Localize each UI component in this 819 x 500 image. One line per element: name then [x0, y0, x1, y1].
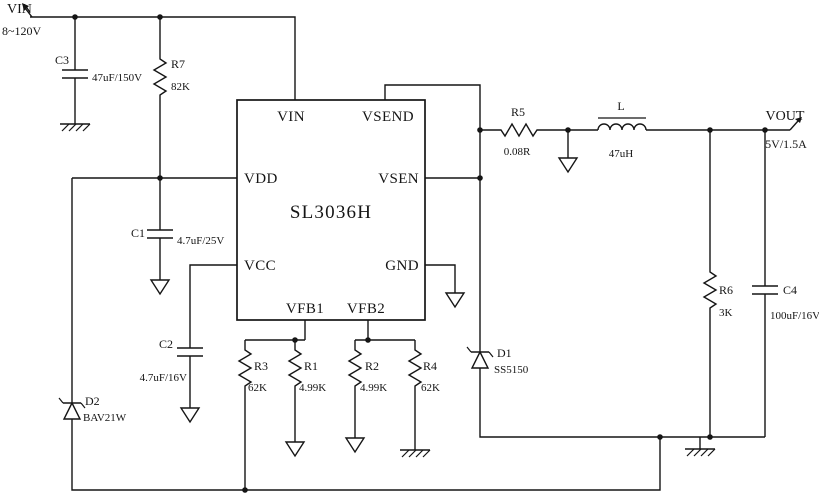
capacitor-symbol-c4	[751, 285, 779, 295]
c3-ref-label: C3	[55, 53, 69, 67]
component-symbols	[22, 3, 802, 458]
vout-rating-label: 5V/1.5A	[765, 137, 807, 151]
capacitor-symbol-c1	[146, 229, 174, 239]
wire-cap-grounds	[74, 78, 161, 272]
wire-resistor-bottoms	[244, 390, 416, 490]
l-ref-label: L	[617, 99, 624, 113]
r7-value-label: 82K	[171, 81, 190, 93]
earth-ground-icon-r4	[399, 437, 431, 458]
junction-dot	[72, 14, 78, 20]
ground-icon-lc-node	[558, 149, 578, 173]
junction-dot	[242, 487, 248, 493]
ground-icon-c2	[180, 399, 200, 423]
vout-terminal-arrow	[789, 117, 802, 131]
ic-part-number: SL3036H	[290, 202, 372, 223]
wire-vfb1-net	[244, 320, 306, 346]
r3-ref-label: R3	[254, 359, 268, 373]
wire-vdd-net	[71, 99, 237, 403]
vout-terminal-label: VOUT	[766, 109, 805, 124]
capacitor-symbol-c2	[176, 347, 204, 357]
ic-body	[236, 99, 426, 321]
ic-pin-gnd: GND	[385, 258, 419, 274]
junction-dot	[657, 434, 663, 440]
c4-value-label: 100uF/16V	[770, 310, 819, 322]
inductor-windings	[597, 123, 647, 131]
wire-vcc-net	[189, 264, 237, 400]
junction-dot	[157, 175, 163, 181]
ic-pin-vsend: VSEND	[362, 109, 414, 125]
wire-ic-gnd-pin	[425, 264, 456, 285]
junction-dot	[565, 127, 571, 133]
junction-dot	[707, 434, 713, 440]
c2-ref-label: C2	[159, 337, 173, 351]
junction-dot	[292, 337, 298, 343]
r6-value-label: 3K	[719, 307, 733, 319]
resistor-symbol-r4	[408, 345, 422, 391]
r6-ref-label: R6	[719, 283, 733, 297]
capacitor-symbol-c3	[61, 69, 89, 79]
earth-ground-icon-output	[684, 436, 716, 457]
resistor-symbol-r5	[496, 123, 542, 137]
ground-icon-r1	[285, 433, 305, 457]
c3-value-label: 47uF/150V	[92, 72, 142, 84]
junction-dot	[477, 175, 483, 181]
vin-rating-label: 8~120V	[2, 24, 41, 38]
wire-vfb2-net	[354, 320, 416, 346]
r2-ref-label: R2	[365, 359, 379, 373]
d1-ref-label: D1	[497, 346, 512, 360]
d1-value-label: SS5150	[494, 364, 529, 376]
earth-ground-icon-c3	[59, 111, 91, 132]
ic-pin-vdd: VDD	[244, 171, 278, 187]
r5-value-label: 0.08R	[504, 146, 531, 158]
junction-dots	[72, 14, 768, 493]
r7-ref-label: R7	[171, 57, 185, 71]
r1-value-label: 4.99K	[299, 382, 326, 394]
junction-dot	[762, 127, 768, 133]
c2-value-label: 4.7uF/16V	[140, 372, 187, 384]
d2-value-label: BAV21W	[83, 412, 127, 424]
labels: VIN 8~120V VOUT 5V/1.5A SL3036H VIN VSEN…	[2, 2, 819, 424]
ground-icon-ic-gnd	[445, 284, 465, 308]
c1-ref-label: C1	[131, 226, 145, 240]
junction-dot	[365, 337, 371, 343]
ground-icon-r2	[345, 429, 365, 453]
vin-terminal-arrow	[22, 3, 33, 18]
junction-dot	[707, 127, 713, 133]
resistor-symbol-r6	[703, 267, 717, 313]
wire-switch-node	[425, 130, 481, 352]
r4-value-label: 62K	[421, 382, 440, 394]
wire-input-rail	[30, 16, 296, 100]
wire-ground-rails	[71, 294, 766, 491]
d2-ref-label: D2	[85, 394, 100, 408]
r1-ref-label: R1	[304, 359, 318, 373]
wire-vsend	[384, 84, 481, 130]
ic-pin-vin: VIN	[277, 109, 305, 125]
resistor-symbol-r7	[153, 54, 167, 100]
junction-dot	[157, 14, 163, 20]
ic-pin-vfb2: VFB2	[347, 301, 385, 317]
ground-icon-c1	[150, 271, 170, 295]
ic-pin-vsen: VSEN	[378, 171, 419, 187]
r2-value-label: 4.99K	[360, 382, 387, 394]
wire-group	[30, 16, 790, 491]
r5-ref-label: R5	[511, 105, 525, 119]
junction-dot	[477, 127, 483, 133]
l-value-label: 47uH	[609, 148, 634, 160]
c1-value-label: 4.7uF/25V	[177, 235, 224, 247]
r3-value-label: 62K	[248, 382, 267, 394]
ic-pin-vfb1: VFB1	[286, 301, 324, 317]
c4-ref-label: C4	[783, 283, 797, 297]
r4-ref-label: R4	[423, 359, 437, 373]
inductor-symbol-l	[597, 117, 647, 131]
vin-terminal-label: VIN	[7, 2, 32, 17]
ic-pin-vcc: VCC	[244, 258, 276, 274]
